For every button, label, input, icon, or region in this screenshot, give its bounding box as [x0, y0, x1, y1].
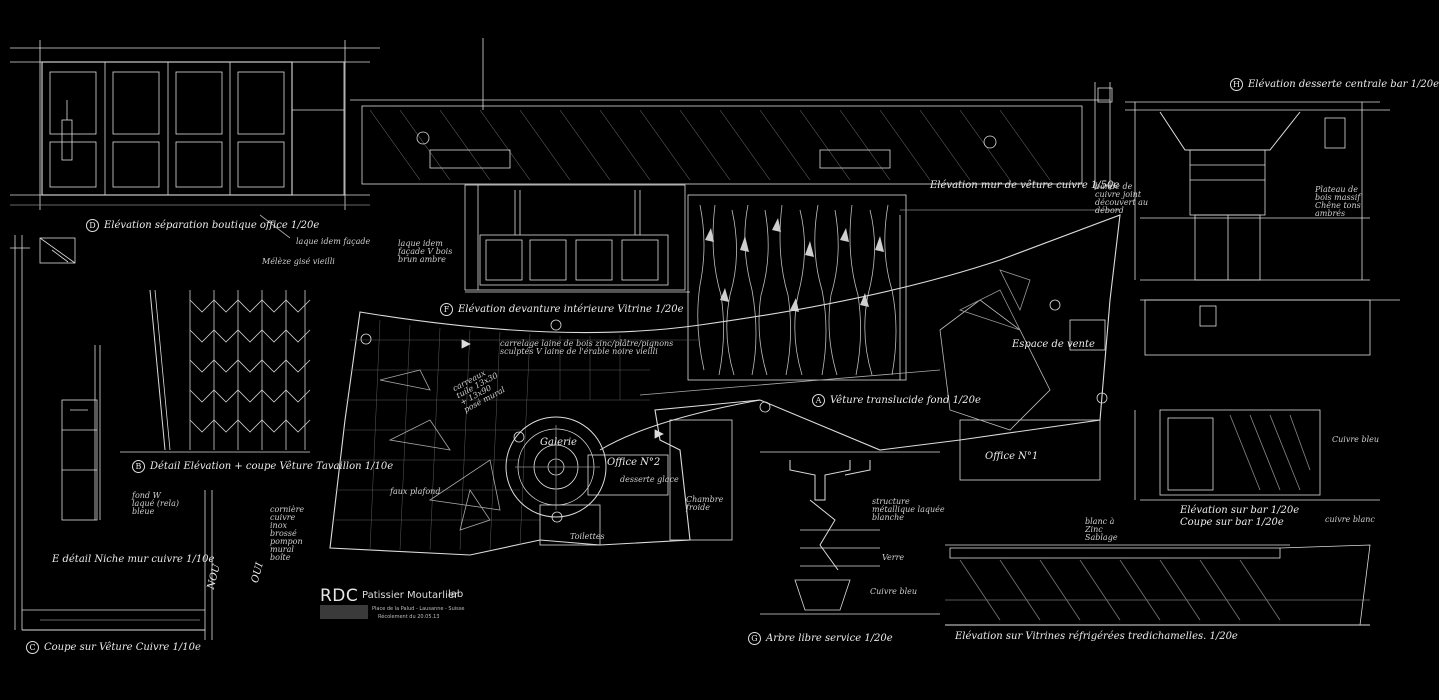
elevation-d-drawing	[10, 40, 380, 239]
section-c-title-text: Coupe sur Vêture Cuivre 1/10e	[44, 642, 201, 653]
laque-vitrine-note: laque idem façade V bois brun ambre	[398, 239, 453, 264]
detail-b-title-text: Détail Elévation + coupe Vêture Tavaillo…	[150, 461, 394, 472]
bar-elevation-title: Elévation sur bar 1/20e	[1180, 505, 1300, 516]
marker-c: C	[26, 641, 39, 654]
bande-cuivre-note: bande de cuivre joint découvert au débor…	[1095, 182, 1149, 215]
title-address: Place de la Palud - Lausanne - Suisse	[372, 606, 465, 612]
toilettes-label: Toilettes	[570, 532, 605, 541]
elevation-h-drawing	[1125, 101, 1400, 356]
elevation-g-drawing	[760, 451, 940, 615]
meleze-note: Mélèze gisé vieilli	[262, 257, 335, 266]
blanc-zinc-note: blanc à Zinc Sablage	[1085, 517, 1118, 542]
wall-elevation-e-drawing	[350, 38, 1113, 190]
architectural-drawing-sheet	[10, 38, 1400, 640]
laque-facade-note: laque idem façade	[296, 237, 371, 246]
elevation-d-title-text: Elévation séparation boutique office 1/2…	[104, 220, 320, 231]
bar-elevation-drawing	[1134, 409, 1380, 501]
elevation-g-title-text: Arbre libre service 1/20e	[766, 633, 893, 644]
marker-d: D	[86, 219, 99, 232]
galerie-label: Galerie	[540, 437, 577, 448]
office-2-label: Office N°2	[607, 457, 661, 468]
elevation-f-title-text: Elévation devanture intérieure Vitrine 1…	[458, 304, 684, 315]
elevation-h-title: H Elévation desserte centrale bar 1/20e	[1230, 78, 1439, 91]
desserte-glace-label: desserte glace	[620, 475, 679, 484]
chambre-froide-label: Chambre froide	[686, 495, 724, 512]
office-1-label: Office N°1	[985, 451, 1039, 462]
translucent-panel-drawing	[687, 194, 907, 381]
cuivre-blanc-note: cuivre blanc	[1325, 515, 1375, 524]
faux-plafond-label: faux plafond	[390, 487, 441, 496]
elevation-h-title-text: Elévation desserte centrale bar 1/20e	[1248, 79, 1439, 90]
cuivre-bleu-arbre-note: Cuivre bleu	[870, 587, 918, 596]
corniere-cuivre-note: cornière cuivre inox brossé pompon mural…	[270, 505, 305, 562]
title-rdc: RDC	[320, 586, 359, 606]
elevation-f-title: F Elévation devanture intérieure Vitrine …	[440, 303, 684, 316]
title-divider-bar	[320, 605, 368, 619]
detail-b-title: B Détail Elévation + coupe Vêture Tavaill…	[132, 460, 393, 473]
structure-metal-note: structure métallique laquée blanche	[872, 497, 945, 522]
marker-h: H	[1230, 78, 1243, 91]
floor-plan-drawing	[329, 209, 1121, 556]
detail-b-drawing	[120, 289, 311, 453]
marker-g: G	[748, 632, 761, 645]
title-block: RDC Patissier Moutarlier lab Place de la…	[320, 586, 465, 626]
translucent-title-text: Vêture translucide fond 1/20e	[830, 395, 981, 406]
detail-e-title: E détail Niche mur cuivre 1/10e	[52, 554, 215, 565]
bar-section-title: Coupe sur bar 1/20e	[1180, 517, 1284, 528]
title-date: Récolement du 20.05.13	[378, 614, 440, 620]
section-c-title: C Coupe sur Vêture Cuivre 1/10e	[26, 641, 201, 654]
verre-note: Verre	[882, 553, 905, 562]
espace-vente-label: Espace de vente	[1012, 339, 1095, 350]
carrelage-note: carrelage laine de bois zinc/plâtre/pign…	[500, 339, 674, 356]
marker-b: B	[132, 460, 145, 473]
marker-a: A	[812, 394, 825, 407]
marker-f: F	[440, 303, 453, 316]
vitrines-elevation-drawing	[945, 544, 1371, 626]
cuivre-bleu-bar-note: Cuivre bleu	[1332, 435, 1380, 444]
elevation-f-drawing	[464, 184, 690, 293]
vitrines-title: Elévation sur Vitrines réfrigérées tredi…	[955, 631, 1238, 642]
fond-laque-note: fond W laqué (rela) bleue	[132, 491, 180, 516]
section-e-c-drawing	[10, 235, 213, 640]
translucent-title: A Vêture translucide fond 1/20e	[812, 394, 981, 407]
lab-logo-icon: lab	[448, 589, 464, 600]
title-project-name: Patissier Moutarlier	[362, 590, 459, 601]
elevation-g-title: G Arbre libre service 1/20e	[748, 632, 893, 645]
plateau-chene-note: Plateau de bois massif Chêne tons ambrés	[1315, 185, 1361, 218]
wall-elevation-title: Elévation mur de vêture cuivre 1/50e	[930, 180, 1120, 191]
elevation-d-title: D Elévation séparation boutique office 1/…	[86, 219, 319, 232]
